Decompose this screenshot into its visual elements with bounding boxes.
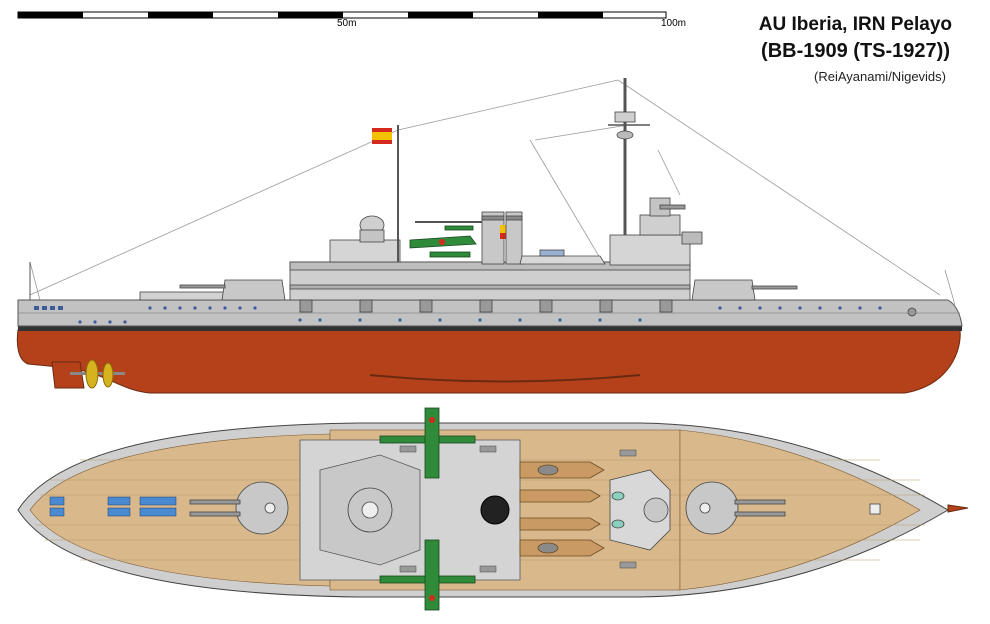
seaplane-profile — [409, 225, 477, 258]
bridge-plan — [609, 469, 671, 551]
seaplane-plan-bottom — [379, 539, 476, 611]
propeller-right — [102, 362, 114, 388]
hull-bottom — [16, 329, 961, 394]
aft-turret-plan — [189, 481, 289, 535]
midship-turret-plan — [347, 487, 393, 533]
boot-topping — [18, 326, 962, 331]
forward-turret-profile — [691, 279, 756, 301]
bow-tip-plan — [947, 504, 969, 513]
portholes — [34, 306, 882, 324]
title-line-2: (BB-1909 (TS-1927)) — [761, 40, 950, 62]
funnel-fore — [505, 211, 523, 265]
funnel-top-plan — [480, 495, 510, 525]
boats-plan — [519, 461, 605, 557]
seaplane-plan-top — [379, 407, 476, 479]
title-line-1: AU Iberia, IRN Pelayo — [758, 14, 952, 35]
scale-bar — [17, 11, 667, 19]
forward-wood-deck — [679, 429, 921, 591]
bridge-block — [609, 234, 691, 266]
funnel-aft — [481, 211, 508, 265]
bow-anchor — [907, 307, 917, 317]
rudder — [51, 361, 85, 389]
forward-turret-plan — [685, 481, 786, 535]
aft-turret-profile — [221, 279, 286, 301]
rigging-wires — [29, 79, 956, 306]
profile-hull — [16, 299, 963, 394]
aft-skylights — [49, 496, 177, 517]
bilge-keel — [369, 374, 641, 383]
credit: (ReiAyanami/Nigevids) — [814, 69, 946, 84]
spanish-flag — [372, 128, 392, 144]
plan-view — [17, 407, 969, 611]
scale-label-100m: 100m — [661, 18, 687, 29]
boat-profile — [519, 255, 606, 265]
scale-label-50m: 50m — [337, 18, 357, 29]
aft-control-tower — [329, 239, 401, 263]
profile-superstructure — [29, 78, 917, 317]
propeller-left — [85, 359, 99, 389]
